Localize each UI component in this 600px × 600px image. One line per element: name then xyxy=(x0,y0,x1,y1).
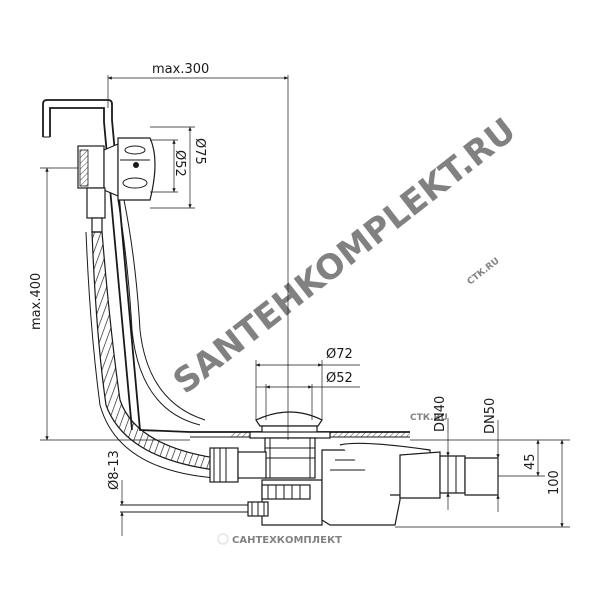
watermark-logo-text: САНТЕХКОМПЛЕКТ xyxy=(232,535,342,546)
dim-dn50-label: DN50 xyxy=(483,398,498,434)
dim-overflow-inner-label: Ø52 xyxy=(172,150,187,177)
dim-dn40-label: DN40 xyxy=(433,396,448,432)
dim-plug-inner-label: Ø52 xyxy=(326,371,353,386)
dim-overflow-outer-label: Ø75 xyxy=(192,138,207,165)
dim-max400: max.400 xyxy=(29,167,190,441)
small-hose-nipple xyxy=(120,501,269,517)
plug-head xyxy=(249,411,331,479)
hose-connector xyxy=(209,447,267,483)
watermark-logo-icon xyxy=(217,533,229,545)
dim-max300-label: max.300 xyxy=(152,62,209,77)
dim-45-label: 45 xyxy=(523,453,538,470)
overflow-assembly xyxy=(77,137,156,233)
outlet-spigot xyxy=(399,451,499,499)
bowden-cable xyxy=(117,199,201,426)
watermark-site-text: СТК.RU xyxy=(466,256,502,287)
dim-max400-label: max.400 xyxy=(29,273,44,330)
dim-plug-diameters: Ø72 Ø52 xyxy=(255,347,360,420)
watermark-small-text: СТК.RU xyxy=(410,413,448,423)
dim-max300: max.300 xyxy=(107,62,289,440)
overflow-elbow xyxy=(86,187,106,219)
dim-hose-label: Ø8-13 xyxy=(107,450,122,490)
dim-hose-diameter: Ø8-13 xyxy=(107,450,124,536)
dim-overflow-diameters: Ø75 Ø52 xyxy=(150,126,207,209)
overflow-cap xyxy=(117,137,156,201)
dim-depth: 45 100 xyxy=(395,439,570,528)
dim-100-label: 100 xyxy=(547,470,562,495)
dim-outlet-sizes: DN40 DN50 xyxy=(433,396,500,512)
dim-plug-outer-label: Ø72 xyxy=(326,347,353,362)
